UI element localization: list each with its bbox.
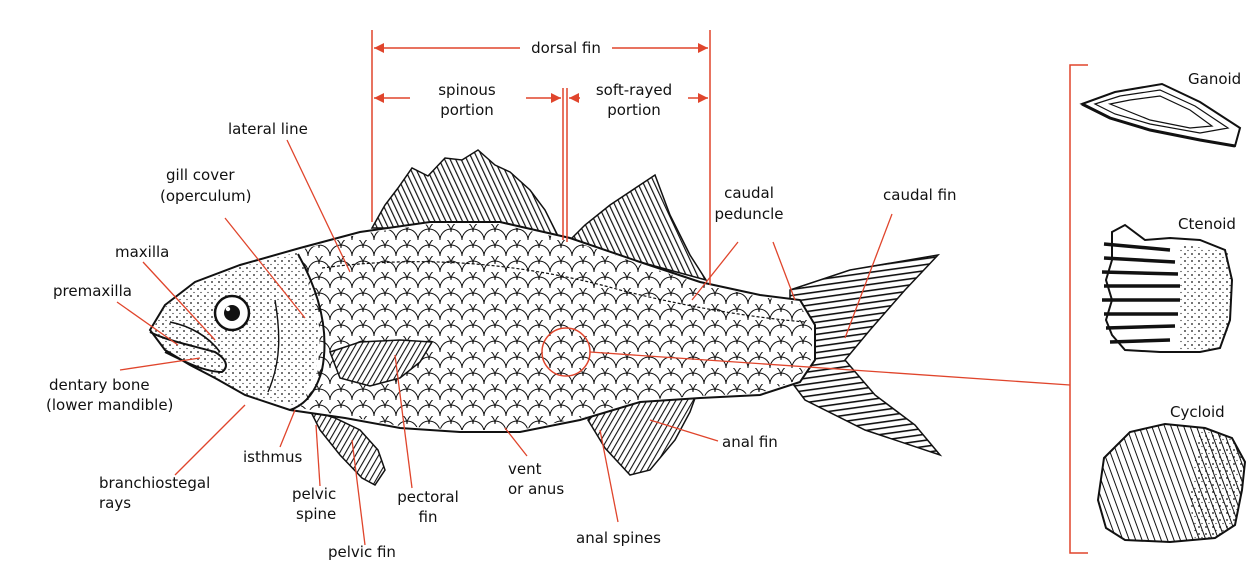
label-pelvic-spine-line2: spine: [296, 505, 336, 523]
label-anal-fin: anal fin: [722, 433, 778, 451]
label-spinous-line1: spinous: [438, 81, 496, 99]
label-caudal-peduncle-line2: peduncle: [715, 205, 784, 223]
label-soft-rayed-line1: soft-rayed: [596, 81, 672, 99]
label-ctenoid: Ctenoid: [1178, 215, 1236, 233]
label-branchiostegal-line1: branchiostegal: [99, 474, 210, 492]
label-gill-cover-line2: (operculum): [160, 187, 252, 205]
label-maxilla: maxilla: [115, 243, 169, 261]
label-caudal-peduncle-line1: caudal: [724, 184, 774, 202]
label-vent-line1: vent: [508, 460, 542, 478]
ctenoid-scale-drawing: [1102, 225, 1232, 352]
label-pelvic-fin: pelvic fin: [328, 543, 396, 561]
label-gill-cover-line1: gill cover: [166, 166, 235, 184]
label-dentary-line1: dentary bone: [49, 376, 150, 394]
label-pectoral-line1: pectoral: [397, 488, 459, 506]
label-premaxilla: premaxilla: [53, 282, 132, 300]
fish-drawing: [150, 150, 940, 485]
label-lateral-line: lateral line: [228, 120, 308, 138]
label-branchiostegal-line2: rays: [99, 494, 131, 512]
label-pectoral-line2: fin: [419, 508, 438, 526]
label-anal-spines: anal spines: [576, 529, 661, 547]
label-pelvic-spine-line1: pelvic: [292, 485, 336, 503]
label-caudal-fin: caudal fin: [883, 186, 957, 204]
ganoid-scale-drawing: [1082, 84, 1240, 146]
label-dorsal-fin: dorsal fin: [531, 39, 601, 57]
label-dentary-line2: (lower mandible): [46, 396, 173, 414]
label-vent-line2: or anus: [508, 480, 564, 498]
label-cycloid: Cycloid: [1170, 403, 1225, 421]
label-ganoid: Ganoid: [1188, 70, 1241, 88]
label-spinous-line2: portion: [440, 101, 494, 119]
cycloid-scale-drawing: [1098, 424, 1245, 542]
scale-types-panel: Ganoid Ctenoid Cycloid: [1070, 65, 1245, 553]
label-isthmus: isthmus: [243, 448, 302, 466]
label-soft-rayed-line2: portion: [607, 101, 661, 119]
